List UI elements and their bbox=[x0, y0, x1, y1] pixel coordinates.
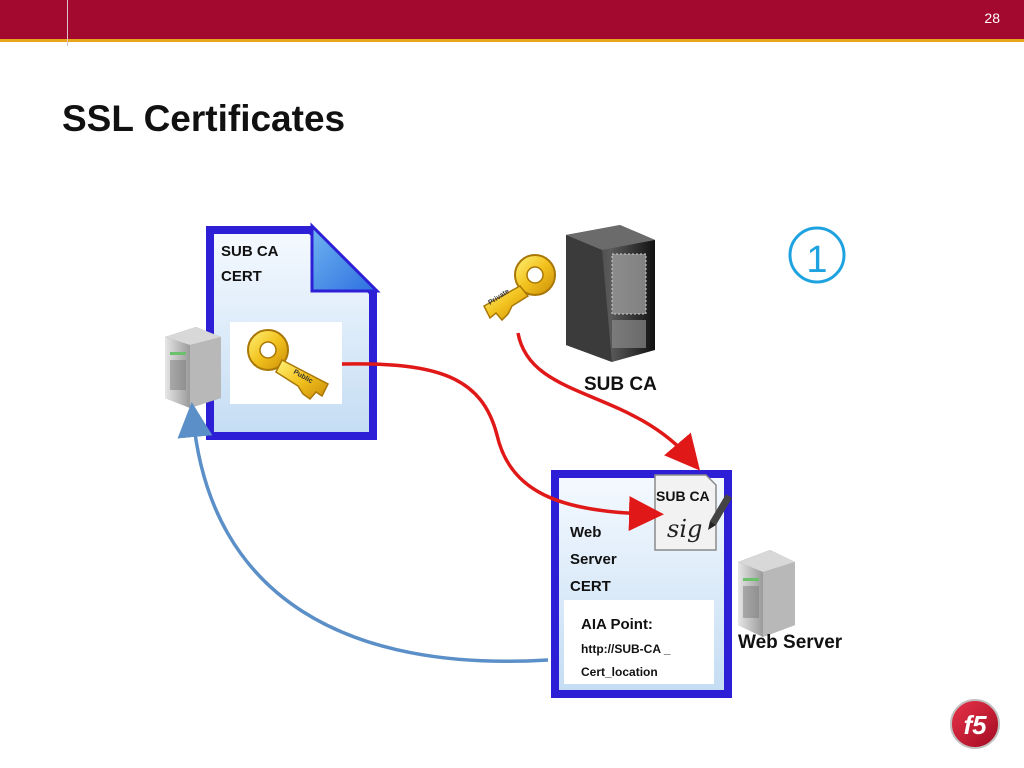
web-cert-line2: Server bbox=[570, 551, 617, 568]
private-key-arrow bbox=[516, 332, 701, 471]
web-server-icon bbox=[738, 550, 795, 637]
web-cert-line1: Web bbox=[570, 524, 601, 541]
aia-lookup-arrow bbox=[177, 402, 549, 663]
signature-text: sig bbox=[667, 515, 702, 543]
aia-heading: AIA Point: bbox=[581, 616, 653, 633]
step-marker-number: 1 bbox=[806, 239, 827, 281]
sub-ca-server-label: SUB CA bbox=[584, 374, 657, 395]
page-fold-icon bbox=[310, 222, 381, 293]
web-server-label: Web Server bbox=[738, 632, 843, 653]
slide-title: SSL Certificates bbox=[62, 98, 346, 139]
sub-ca-server-icon bbox=[566, 225, 655, 362]
web-cert-line3: CERT bbox=[570, 578, 611, 595]
sub-ca-cert-line1: SUB CA bbox=[221, 243, 279, 260]
slide-number: 28 bbox=[984, 10, 1000, 26]
pen-icon bbox=[708, 494, 732, 530]
signature-title: SUB CA bbox=[656, 488, 710, 504]
sub-ca-cert-document: SUB CA CERT Public bbox=[206, 222, 381, 440]
signature-page: SUB CA sig bbox=[654, 474, 732, 551]
f5-logo-text: f5 bbox=[963, 710, 987, 740]
private-key-icon: Private bbox=[483, 254, 556, 322]
aia-url-line1: http://SUB-CA _ bbox=[581, 642, 671, 656]
header-accent-line bbox=[0, 39, 1024, 42]
root-server-icon bbox=[165, 327, 221, 408]
step-marker: 1 bbox=[788, 226, 846, 284]
aia-panel bbox=[564, 600, 714, 684]
public-key-arrow bbox=[341, 362, 664, 532]
aia-url-line2: Cert_location bbox=[581, 665, 658, 679]
header-bar bbox=[0, 0, 1024, 40]
sub-ca-cert-line2: CERT bbox=[221, 268, 262, 285]
f5-logo: f5 bbox=[950, 699, 1000, 749]
header-divider bbox=[67, 0, 68, 46]
